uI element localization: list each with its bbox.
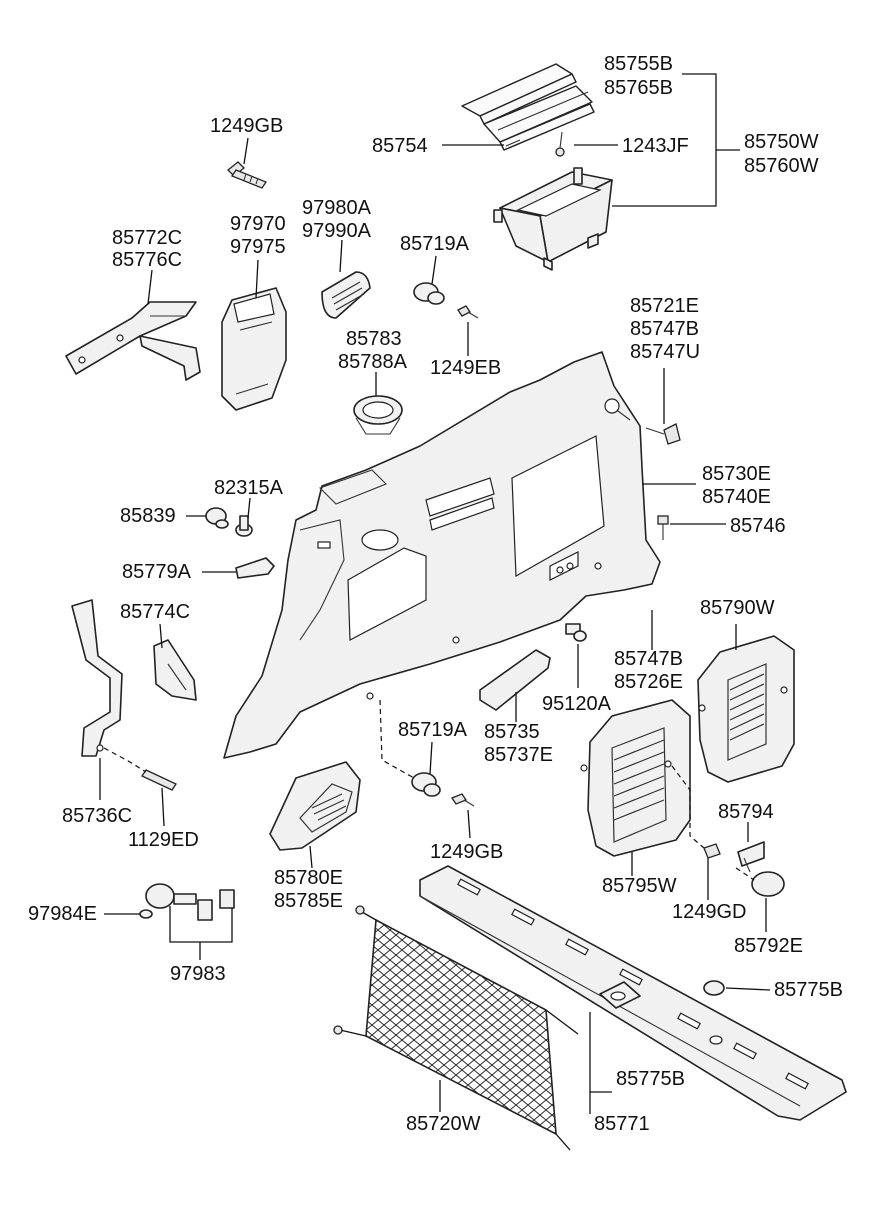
screw-1249EB [457,305,479,319]
bracket-85772C [65,301,201,381]
label-85783: 85783 [346,328,402,350]
speaker-grille-85780E [269,761,361,851]
label-85775B-right: 85775B [774,979,843,1001]
label-1129ED: 1129ED [128,829,199,851]
label-85719A-top: 85719A [400,233,470,255]
cover-85735 [479,649,551,711]
cup-holder-85783 [353,395,403,435]
part-number-labels: 85755B 85765B 85754 1243JF 85750W 85760W… [28,53,843,1135]
handle-97980A [321,271,371,319]
scuff-plate-85771 [419,865,847,1121]
label-85780E: 85780E [274,867,343,889]
label-97983: 97983 [170,963,226,985]
label-85839: 85839 [120,505,176,527]
label-85771: 85771 [594,1113,650,1135]
speaker-grille-85790W [697,635,795,783]
label-85746: 85746 [730,515,786,537]
screw-1243JF [555,131,565,157]
label-85740E: 85740E [702,486,771,508]
clip-82315A [235,515,253,537]
label-85785E: 85785E [274,890,343,912]
label-1249GD: 1249GD [672,901,747,923]
screw-85721E [645,423,681,445]
label-85788A: 85788A [338,351,408,373]
label-85735: 85735 [484,721,540,743]
clip-85746 [657,515,669,540]
label-85720W: 85720W [406,1113,481,1135]
label-97975: 97975 [230,236,286,258]
luggage-tray-cover [461,63,595,151]
screw-1249GD [703,843,721,859]
label-85747U: 85747U [630,341,700,363]
label-85774C: 85774C [120,601,190,623]
bracket-85774C [153,639,197,701]
label-85776C: 85776C [112,249,182,271]
label-97970: 97970 [230,213,286,235]
label-85792E: 85792E [734,935,803,957]
screw-1249GB-top [227,161,267,189]
label-85719A-mid: 85719A [398,719,468,741]
bulb-97984E [139,909,153,919]
clip-85719A-mid [411,772,441,797]
label-1249GB-mid: 1249GB [430,841,503,863]
plug-95120A [565,623,587,642]
label-85750W: 85750W [744,131,819,153]
label-85765B: 85765B [604,77,673,99]
label-1249GB-top: 1249GB [210,115,283,137]
leader-lines [99,73,771,1114]
label-82315A: 82315A [214,477,284,499]
clip-85839 [205,507,229,529]
luggage-tray-box [493,167,613,271]
label-97980A: 97980A [302,197,372,219]
label-85779A: 85779A [122,561,192,583]
label-85754: 85754 [372,135,428,157]
cap-85792E [751,871,785,897]
quarter-trim-panel [223,351,661,759]
label-85747B-mid: 85747B [614,648,683,670]
hook-85794 [737,841,765,873]
label-1249EB: 1249EB [430,357,501,379]
speaker-grille-85795W [580,699,691,857]
bracket-85736C [71,599,123,757]
label-85726E: 85726E [614,671,683,693]
label-85747B-top: 85747B [630,318,699,340]
trim-97970 [221,287,287,411]
switch-97983 [145,883,235,921]
label-97984E: 97984E [28,903,97,925]
label-85755B: 85755B [604,53,673,75]
label-85772C: 85772C [112,227,182,249]
label-85775B-bottom: 85775B [616,1068,685,1090]
clip-85719A-top [413,282,445,305]
label-85760W: 85760W [744,155,819,177]
label-85794: 85794 [718,801,774,823]
label-85730E: 85730E [702,463,771,485]
label-85736C: 85736C [62,805,132,827]
label-1243JF: 1243JF [622,135,689,157]
label-95120A: 95120A [542,693,612,715]
clip-85775B [703,980,725,996]
screw-1249GB-mid [451,793,475,807]
label-85790W: 85790W [700,597,775,619]
label-85795W: 85795W [602,875,677,897]
hook-85779A [235,557,275,579]
cargo-net-85720W [333,905,579,1151]
label-97990A: 97990A [302,220,372,242]
screw-1129ED [141,769,177,791]
label-85721E: 85721E [630,295,699,317]
label-85737E: 85737E [484,744,553,766]
